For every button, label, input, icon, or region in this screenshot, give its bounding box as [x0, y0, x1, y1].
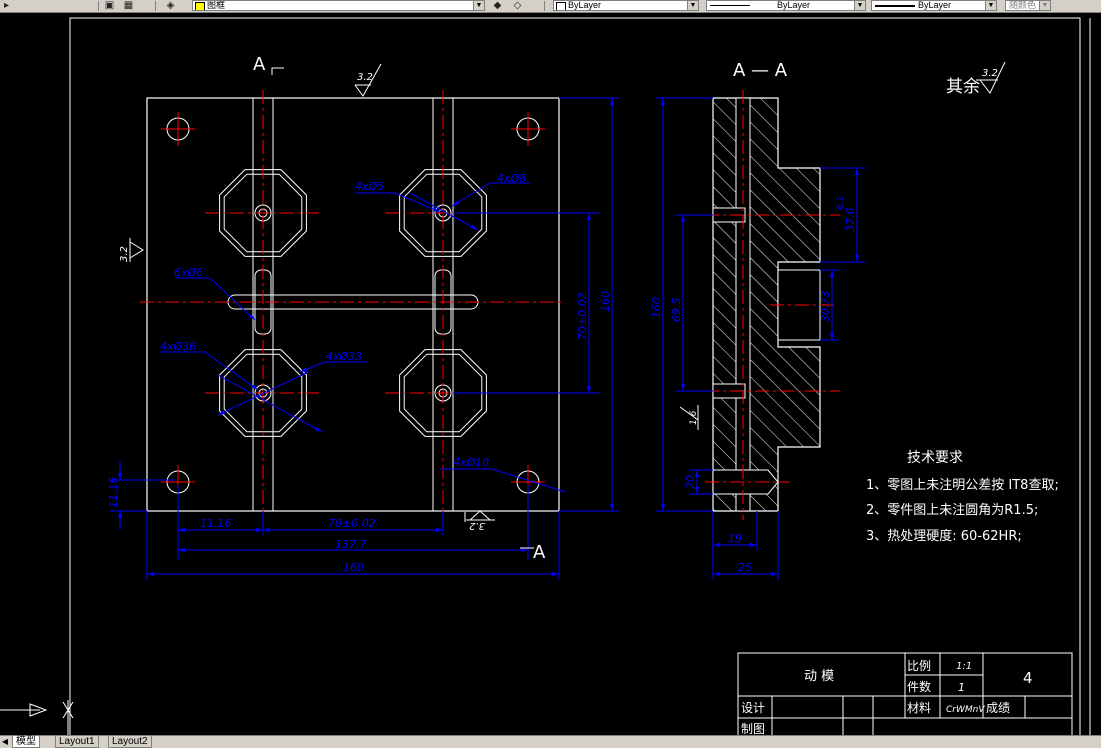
toolbar-arrow-icon[interactable]: ▸	[3, 0, 10, 11]
plate-outline	[146, 97, 560, 512]
dim-137-7: 137.7	[335, 538, 367, 551]
chevron-down-icon[interactable]: ▼	[985, 1, 996, 10]
title-block	[737, 652, 1073, 735]
color-combo[interactable]: ByLayer ▼	[553, 0, 699, 11]
dim-section-19: 19	[728, 532, 742, 545]
roughness-value: 3.2	[982, 68, 998, 79]
cavity-outline	[223, 173, 303, 253]
layer-previous-icon[interactable]: ◇	[513, 0, 522, 11]
layer-manager-icon[interactable]: ◈	[166, 0, 175, 11]
material-value: CrWMnV	[946, 705, 985, 715]
drawing-canvas[interactable]: 4xØ5 4xØ8 6xØ6 4xØ36 4xØ33 4xØ10 11.16 7…	[0, 12, 1101, 735]
dim-160-vertical: 160	[599, 291, 612, 312]
toolbar-separator	[155, 1, 156, 11]
dim-section-160: 160	[650, 297, 663, 318]
draw-label: 制图	[741, 722, 765, 735]
qty-label: 件数	[907, 679, 931, 694]
linetype-combo-value: ByLayer	[777, 0, 811, 10]
dim-4x5: 4xØ5	[355, 180, 384, 193]
roughness-value: 3.2	[119, 246, 130, 262]
tab-model[interactable]: 模型	[12, 736, 40, 748]
plotstyle-combo-value: 随颜色	[1009, 0, 1037, 10]
scale-label: 比例	[907, 659, 931, 673]
grade-label: 成绩	[986, 701, 1010, 715]
qty-value: 1	[958, 681, 965, 694]
scale-value: 1:1	[956, 661, 972, 672]
dim-4x33: 4xØ33	[326, 350, 362, 363]
linetype-preview-icon	[710, 5, 750, 6]
layer-bulb-icon	[195, 2, 205, 10]
dim-section-30-73: 30.73	[819, 291, 832, 323]
layout-tab-bar: ◀ 模型 Layout1 Layout2	[0, 735, 1101, 748]
tech-requirement-item: 1、零图上未注明公差按 IT8查取;	[866, 478, 1059, 493]
lineweight-combo-value: ByLayer	[918, 0, 952, 10]
chevron-down-icon[interactable]: ▼	[473, 1, 484, 10]
plotstyle-combo[interactable]: 随颜色 ▼	[1005, 0, 1051, 11]
color-combo-value: ByLayer	[568, 0, 602, 10]
chevron-down-icon[interactable]: ▼	[1039, 1, 1050, 10]
roughness-symbol	[354, 63, 382, 97]
dim-11-16-horizontal: 11.16	[200, 517, 232, 530]
linetype-combo[interactable]: ByLayer ▼	[706, 0, 866, 11]
make-current-layer-icon[interactable]: ◆	[493, 0, 502, 11]
dim-70-horizontal: 70±0.02	[328, 517, 376, 530]
chevron-down-icon[interactable]: ▼	[687, 1, 698, 10]
dim-section-69-5: 69.5	[670, 298, 683, 323]
roughness-value: 3.2	[357, 72, 373, 83]
dim-section-37-6: 37.6	[844, 208, 857, 233]
dim-6x6: 6xØ6	[174, 266, 203, 279]
other-surfaces-label: 其余	[946, 77, 980, 97]
ucs-icon	[0, 700, 74, 735]
lineweight-combo[interactable]: ByLayer ▼	[871, 0, 997, 11]
tech-requirements-title: 技术要求	[907, 450, 963, 466]
section-mark-top: A	[253, 54, 266, 75]
cavity-outline	[219, 169, 307, 257]
front-view: 4xØ5 4xØ8 6xØ6 4xØ36 4xØ33 4xØ10 11.16 7…	[107, 54, 620, 580]
dim-11-16-vertical: 11.16	[107, 477, 120, 509]
color-swatch-icon	[556, 2, 566, 10]
dim-70-vertical: 70±0.02	[576, 292, 589, 340]
dim-160-horizontal: 160	[343, 561, 364, 574]
tab-layout1[interactable]: Layout1	[55, 736, 99, 748]
properties-toolbar: ▸ ▣ ▦ ◈ 图框 ▼ ◆ ◇ ByLayer ▼ ByLayer ▼ ByL…	[0, 0, 1101, 13]
cavity-outline	[403, 353, 483, 433]
layer-combo-value: 图框	[207, 0, 226, 10]
roughness-value: 1.6	[689, 410, 699, 425]
print-icon[interactable]: ▣	[104, 0, 115, 11]
toolbar-separator	[544, 1, 545, 11]
tech-requirement-item: 3、热处理硬度: 60-62HR;	[866, 528, 1022, 544]
dim-section-25: 25	[738, 561, 752, 574]
dim-4x10: 4xØ10	[453, 456, 489, 469]
tech-requirement-item: 2、零件图上未注圆角为R1.5;	[866, 503, 1038, 518]
cavity-outline	[223, 353, 303, 433]
dim-section-20: 20	[684, 475, 697, 489]
design-label: 设计	[741, 701, 765, 715]
section-view: A — A	[650, 60, 865, 580]
toolbar-separator	[98, 1, 99, 11]
dim-4x36: 4xØ36	[160, 340, 196, 353]
roughness-value: 3.2	[469, 520, 485, 531]
part-name: 动 模	[804, 669, 834, 684]
section-arrow-top	[271, 67, 284, 75]
chevron-down-icon[interactable]: ▼	[854, 1, 865, 10]
section-title: A — A	[733, 60, 788, 81]
cavity-outline	[219, 349, 307, 437]
tab-scroll-left-icon[interactable]: ◀	[1, 737, 9, 746]
dim-section-8-1: 8.1	[836, 196, 846, 210]
dim-4x8: 4xØ8	[497, 172, 526, 185]
cavity-outline	[399, 349, 487, 437]
sheet-number: 4	[1023, 669, 1033, 687]
layer-combo[interactable]: 图框 ▼	[192, 0, 485, 11]
lineweight-preview-icon	[875, 5, 915, 7]
tab-layout2[interactable]: Layout2	[108, 736, 152, 748]
material-label: 材料	[907, 701, 931, 715]
section-mark-bottom: A	[533, 542, 546, 563]
layer-state-icon[interactable]: ▦	[123, 0, 134, 11]
